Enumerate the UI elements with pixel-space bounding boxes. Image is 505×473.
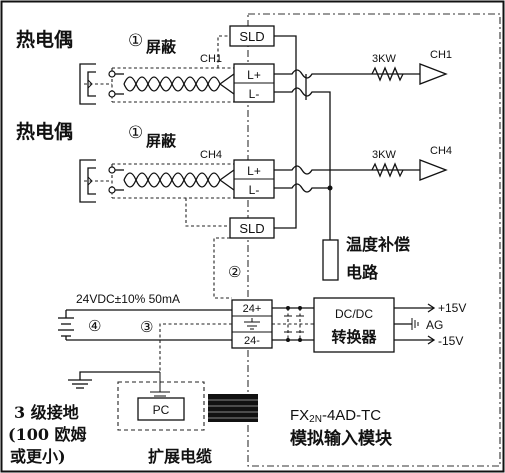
thermocouple-1-channel: CH1 [200,53,222,65]
pc-box [137,397,185,421]
thermocouple-2-shield-wire [185,198,230,227]
dcdc-outputs [394,303,436,345]
dcdc-converter-box [313,297,395,353]
module-model: FX2N-4AD-TC [290,407,381,425]
ground-note-line1: 3 级接地 [14,403,79,422]
thermocouple-1-twisted-pair [112,73,235,95]
power-terminal-box [231,299,273,349]
out-ag-label: AG [426,318,443,332]
marker-ground: ③ [140,319,153,336]
thermocouple-2-sensor [79,159,112,203]
power-ground-icon [244,318,260,330]
thermocouple-2-label: 热电偶 [16,120,73,143]
module-model-sub: 2N [309,414,322,425]
ch4-plus-label: L+ [247,164,261,178]
ch4-signal-wires [274,165,420,193]
dcdc-label-line1: DC/DC [335,307,373,321]
sld-top-wire [274,35,297,222]
pc-dashed-box [117,381,205,431]
resistor-1-label: 3KW [372,53,396,65]
output-1-label: CH1 [430,49,452,61]
ch4-minus-label: L- [249,183,260,197]
thermocouple-2-channel: CH4 [200,149,222,161]
cable-label: 扩展电缆 [148,447,212,466]
marker-battery: ④ [88,318,101,335]
battery-icon [58,309,232,341]
thermocouple-2-marker: ① [128,123,143,142]
resistor-1 [371,66,404,82]
ch1-plus-label: L+ [247,68,261,82]
dcdc-label-line2: 转换器 [331,328,377,346]
marker-wire: ② [228,264,241,281]
power-neg-label: 24- [244,335,260,347]
resistor-2-label: 3KW [372,149,396,161]
filter-network [272,306,314,342]
thermocouple-1-marker: ① [128,31,143,50]
thermocouple-1-shield-label: 屏蔽 [146,38,177,56]
temp-compensation-line2: 电路 [346,263,379,282]
analog-ground-icon [411,318,419,330]
earth-ground-icon [68,371,160,389]
amplifier-2 [419,159,448,181]
module-model-suffix: -4AD-TC [322,407,381,424]
pc-label: PC [153,403,170,417]
ground-dashed-wire [159,323,232,372]
power-pos-label: 24+ [243,303,262,315]
sld-bottom-label: SLD [239,221,264,236]
extension-cable-icon [208,394,258,422]
thermocouple-1-sensor [79,63,112,105]
ground-note-line2: (100 欧姆 [8,425,87,444]
module-model-prefix: FX [290,407,309,424]
temp-compensation-block [322,239,339,281]
thermocouple-1-label: 热电偶 [16,28,73,51]
pc-ground-icon [150,372,170,397]
thermocouple-2-twisted-pair [112,169,235,191]
output-2-label: CH4 [430,145,452,157]
out-neg-label: -15V [438,334,463,348]
thermocouple-2-shield-label: 屏蔽 [146,132,177,150]
ch1-minus-label: L- [249,87,260,101]
supply-label: 24VDC±10% 50mA [76,292,180,306]
out-pos-label: +15V [438,301,466,315]
thermocouple-1-shield-wire [217,35,230,68]
ch1-signal-wires [274,69,420,240]
temp-compensation-line1: 温度补偿 [345,235,410,254]
sld-bottom-dashed-link [213,237,232,299]
module-description: 模拟输入模块 [290,428,393,449]
sld-top-label: SLD [239,29,264,44]
ground-note-line3: 或更小) [10,447,66,466]
resistor-2 [371,162,404,178]
amplifier-1 [419,63,448,85]
